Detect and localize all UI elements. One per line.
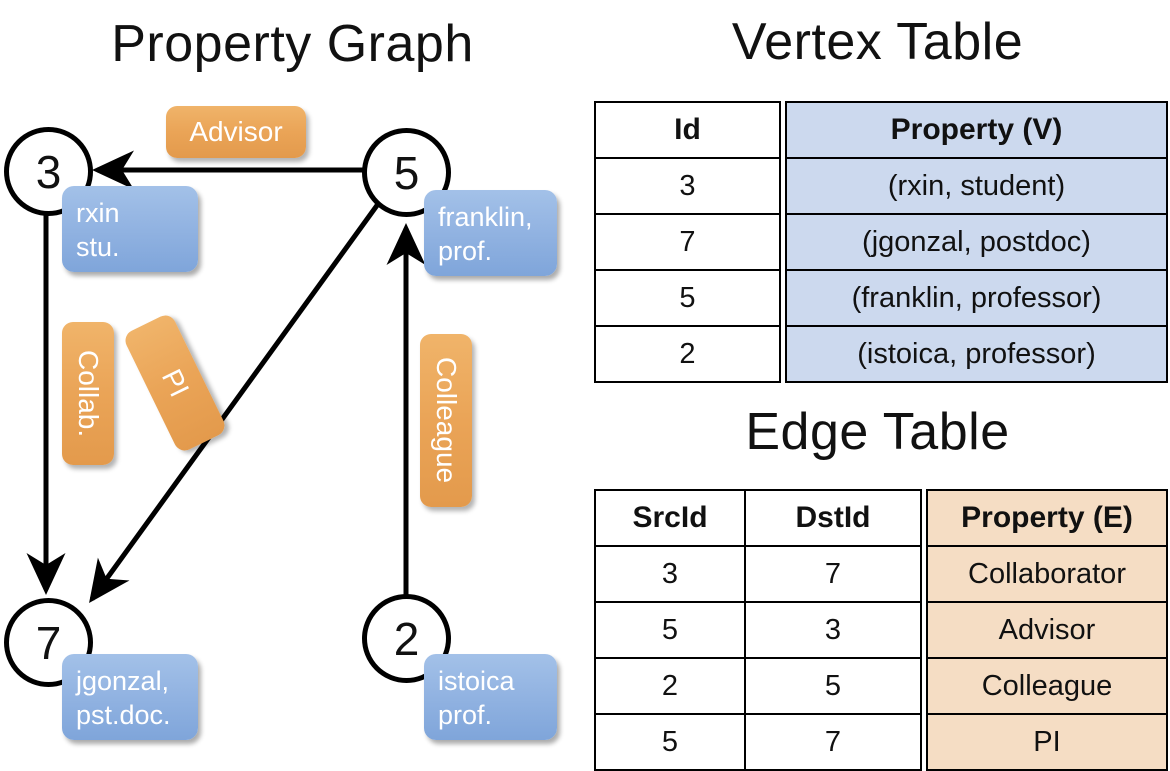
table-header-row: Id Property (V) [594,101,1168,159]
page-title-vertex-table: Vertex Table [731,13,1024,71]
edge-table: SrcId DstId Property (E) 3 7 Collaborato… [594,489,1168,771]
column-gap [921,546,927,602]
table-row: 7 (jgonzal, postdoc) [594,213,1168,271]
vertex-cell-id: 2 [594,325,781,383]
edge-cell-property: Collaborator [926,545,1168,603]
edge-cell-dst: 7 [744,545,922,603]
column-gap [780,102,786,158]
table-row: 3 7 Collaborator [594,545,1168,603]
column-gap [921,602,927,658]
edge-cell-src: 5 [594,601,746,659]
node-property-line: pst.doc. [76,700,171,730]
vertex-table: Id Property (V) 3 (rxin, student) 7 (jgo… [594,101,1168,383]
edge-label-colleague: Colleague [420,334,472,507]
column-gap [921,490,927,546]
graph-edges-svg [26,150,426,604]
edge-table-header-srcid: SrcId [594,489,746,547]
table-header-row: SrcId DstId Property (E) [594,489,1168,547]
table-row: 5 7 PI [594,713,1168,771]
table-row: 3 (rxin, student) [594,157,1168,215]
vertex-cell-property: (istoica, professor) [785,325,1168,383]
node-property-line: franklin, [438,202,533,232]
edge-table-header-property: Property (E) [926,489,1168,547]
edge-5-to-7 [89,202,381,604]
node-property-line: prof. [438,236,493,266]
edge-cell-src: 5 [594,713,746,771]
table-row: 5 (franklin, professor) [594,269,1168,327]
edge-cell-src: 2 [594,657,746,715]
table-row: 5 3 Advisor [594,601,1168,659]
edge-cell-dst: 3 [744,601,922,659]
node-property-box-rxin: rxin stu. [62,186,198,272]
node-property-box-istoica: istoica prof. [424,654,557,740]
edge-cell-property: Colleague [926,657,1168,715]
edge-cell-dst: 5 [744,657,922,715]
column-gap [780,270,786,326]
column-gap [921,714,927,770]
node-property-line: jgonzal, [76,666,170,696]
column-gap [780,214,786,270]
vertex-cell-id: 7 [594,213,781,271]
node-property-line: rxin [76,198,120,228]
vertex-table-header-property: Property (V) [785,101,1168,159]
vertex-cell-id: 3 [594,157,781,215]
node-property-box-jgonzal: jgonzal, pst.doc. [62,654,198,740]
table-row: 2 5 Colleague [594,657,1168,715]
vertex-table-header-id: Id [594,101,781,159]
edge-cell-property: Advisor [926,601,1168,659]
column-gap [780,326,786,382]
page-title-edge-table: Edge Table [745,403,1010,461]
vertex-cell-property: (franklin, professor) [785,269,1168,327]
edge-cell-property: PI [926,713,1168,771]
table-row: 2 (istoica, professor) [594,325,1168,383]
graph-node-2[interactable]: 2 [362,594,451,683]
node-property-line: stu. [76,232,120,262]
column-gap [780,158,786,214]
page-title-property-graph: Property Graph [111,15,474,73]
node-property-line: istoica [438,666,515,696]
edge-label-collab: Collab. [62,322,114,465]
vertex-cell-property: (jgonzal, postdoc) [785,213,1168,271]
edge-cell-src: 3 [594,545,746,603]
node-property-line: prof. [438,700,493,730]
node-property-box-franklin: franklin, prof. [424,190,557,276]
edge-cell-dst: 7 [744,713,922,771]
edge-table-header-dstid: DstId [744,489,922,547]
column-gap [921,658,927,714]
vertex-cell-property: (rxin, student) [785,157,1168,215]
graph-node-5[interactable]: 5 [362,128,451,217]
edge-label-advisor: Advisor [166,106,306,158]
property-graph-diagram: 3 5 7 2 rxin stu. franklin, prof. jgonza… [0,0,585,760]
vertex-cell-id: 5 [594,269,781,327]
